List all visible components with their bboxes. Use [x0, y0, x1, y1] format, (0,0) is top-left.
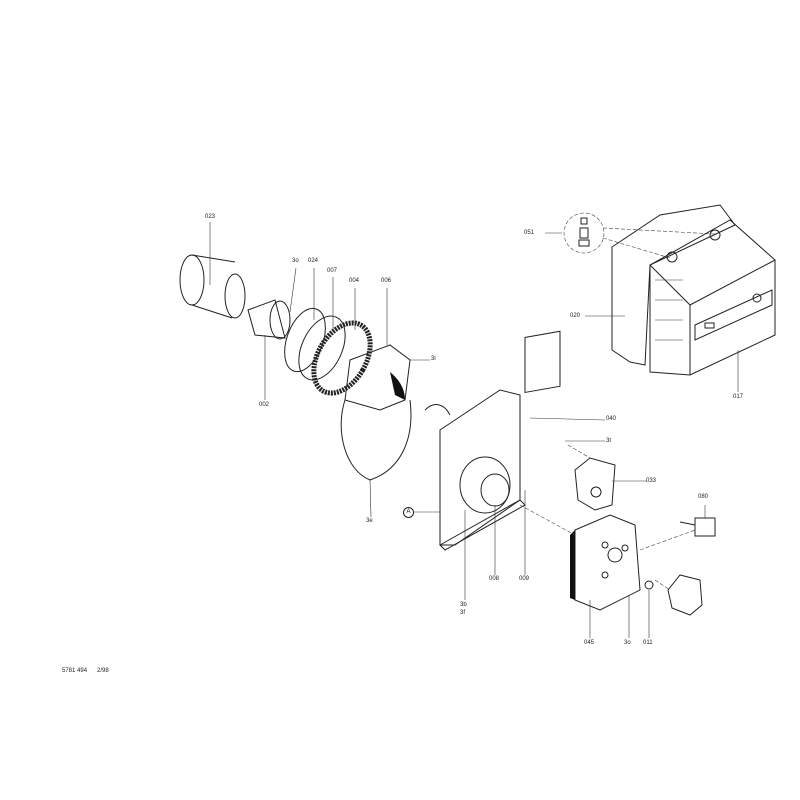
document-date: 2/98	[97, 668, 109, 674]
label-009: 009	[519, 576, 530, 582]
part-006-fan-housing	[340, 288, 430, 518]
document-number: 5781 494	[62, 668, 88, 674]
label-020: 020	[570, 313, 581, 319]
label-008: 008	[489, 576, 500, 582]
part-051-screw-detail	[545, 212, 716, 259]
part-024-gasket	[284, 268, 326, 373]
label-011: 011	[643, 640, 653, 646]
part-023-blast-tube	[179, 222, 246, 319]
label-017: 017	[733, 394, 744, 400]
label-002: 002	[259, 402, 270, 408]
label-080: 080	[698, 494, 709, 500]
label-045: 045	[584, 640, 595, 646]
part-oil-pump	[654, 574, 703, 616]
label-3o-top: 3o	[292, 258, 299, 264]
label-3f: 3f	[460, 610, 466, 616]
label-023: 023	[205, 214, 216, 220]
part-017-hood	[649, 219, 776, 392]
label-033: 033	[646, 478, 657, 484]
part-080-solenoid-coil	[639, 505, 716, 551]
label-3e: 3e	[366, 518, 373, 524]
label-A-callout: A	[403, 507, 414, 518]
label-040: 040	[606, 416, 617, 422]
label-3b: 3b	[460, 602, 467, 608]
part-011-nut	[644, 580, 654, 638]
label-3l: 3l	[431, 356, 436, 362]
label-007: 007	[327, 268, 338, 274]
label-3o-bottom: 3o	[624, 640, 631, 646]
label-051: 051	[524, 230, 535, 236]
part-033-cover	[567, 444, 647, 511]
part-045-control-box	[519, 504, 641, 638]
part-020-hood-side	[585, 204, 736, 366]
label-004: 004	[349, 278, 360, 284]
part-004-insulation	[311, 288, 373, 396]
label-3t: 3t	[606, 438, 612, 444]
label-024: 024	[308, 258, 319, 264]
label-006: 006	[381, 278, 392, 284]
part-002-flame-head	[247, 267, 297, 400]
part-burner-chassis	[414, 330, 606, 600]
part-007-plate	[298, 277, 346, 381]
